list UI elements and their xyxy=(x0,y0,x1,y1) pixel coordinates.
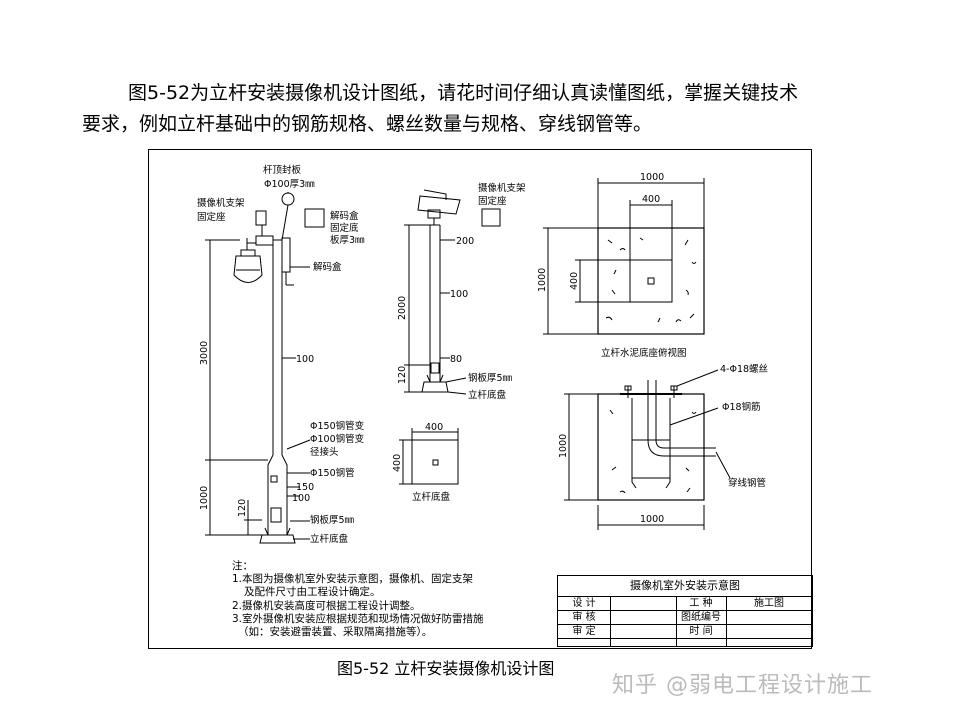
dim-section-1000-w: 1000 xyxy=(640,514,664,525)
label-left-plate: 钢板厚5㎜ xyxy=(310,514,355,526)
dim-left-100-lower: 100 xyxy=(292,493,310,504)
title-block: 摄像机室外安装示意图 设 计 工 种 施工图 审 核 图纸编号 审 定 时 间 xyxy=(557,575,813,647)
note-1a: 1.本图为摄像机室外安装示意图，摄像机、固定支架 xyxy=(232,573,474,586)
mid-pole-drawing xyxy=(404,189,501,395)
dim-left-100-upper: 100 xyxy=(296,354,314,365)
label-pipe-change-2: Φ100钢管变 xyxy=(310,433,365,445)
dim-top-1000-w: 1000 xyxy=(640,172,664,183)
note-1b: 及配件尺寸由工程设计确定。 xyxy=(244,586,381,599)
label-left-bracket-1: 摄像机支架 xyxy=(197,197,245,209)
drawing-notes: 注： 1.本图为摄像机室外安装示意图，摄像机、固定支架 及配件尺寸由工程设计确定… xyxy=(232,560,484,639)
label-pipe-150: Φ150钢管 xyxy=(310,467,355,479)
foundation-section-drawing xyxy=(564,369,731,530)
watermark: 知乎 @弱电工程设计施工 xyxy=(612,673,873,698)
title-block-row-approve: 审 定 时 间 xyxy=(558,625,812,639)
label-rebar: Φ18钢筋 xyxy=(722,401,761,413)
label-base-plate: 立杆底盘 xyxy=(412,491,451,503)
drawing-frame xyxy=(148,149,812,649)
tb-divider-1 xyxy=(610,596,611,646)
dim-mid-80: 80 xyxy=(450,354,462,365)
label-mid-base: 立杆底盘 xyxy=(468,389,507,401)
dim-top-1000-h: 1000 xyxy=(537,268,548,292)
label-top-cap-2: Φ100厚3㎜ xyxy=(264,179,315,190)
intro-line-2: 要求，例如立杆基础中的钢筋规格、螺丝数量与规格、穿线钢管等。 xyxy=(82,113,653,135)
note-3b: （如：安装避雷装置、采取隔离措施等）。 xyxy=(238,626,433,639)
dim-top-400-w: 400 xyxy=(642,194,660,205)
tb-drawing-no: 图纸编号 xyxy=(681,612,721,623)
tb-approve: 审 定 xyxy=(572,626,596,637)
dim-mid-2000: 2000 xyxy=(397,296,408,320)
dim-left-150: 150 xyxy=(296,482,314,493)
note-3a: 3.室外摄像机安装应根据规范和现场情况做好防雷措施 xyxy=(232,612,484,625)
tb-review: 审 核 xyxy=(572,612,596,623)
dim-mid-120: 120 xyxy=(397,366,408,384)
intro-line-1: 图5-52为立杆安装摄像机设计图纸，请花时间仔细认真读懂图纸，掌握关键技术 xyxy=(128,82,799,104)
label-decoder-plate-1: 解码盒 xyxy=(330,210,359,222)
dim-3000: 3000 xyxy=(199,341,210,365)
label-decoder-plate-3: 板厚3㎜ xyxy=(330,234,365,246)
label-top-cap-1: 杆顶封板 xyxy=(263,164,302,176)
title-block-row-design: 设 计 工 种 施工图 xyxy=(558,597,812,611)
label-conduit: 穿线钢管 xyxy=(728,477,766,489)
dim-left-120: 120 xyxy=(237,499,248,517)
tb-design: 设 计 xyxy=(572,598,596,609)
title-block-row-review: 审 核 图纸编号 xyxy=(558,611,812,625)
foundation-top-drawing xyxy=(543,178,705,335)
base-plate-drawing xyxy=(399,428,459,485)
dim-section-1000-h: 1000 xyxy=(558,434,569,458)
label-left-base: 立杆底盘 xyxy=(310,533,349,545)
figure-caption: 图5-52 立杆安装摄像机设计图 xyxy=(337,659,555,678)
tb-trade-val: 施工图 xyxy=(754,598,784,609)
notes-title: 注： xyxy=(232,560,253,572)
label-decoder: 解码盒 xyxy=(313,261,342,273)
dim-left-1000: 1000 xyxy=(199,486,210,510)
label-decoder-plate-2: 固定底 xyxy=(330,222,359,234)
label-mid-plate: 钢板厚5㎜ xyxy=(468,372,513,384)
title-block-title: 摄像机室外安装示意图 xyxy=(558,576,812,597)
tb-time: 时 间 xyxy=(689,626,713,637)
label-foundation-top: 立杆水泥底座俯视图 xyxy=(601,347,687,359)
label-left-bracket-2: 固定座 xyxy=(197,211,226,223)
drawing-labels: 杆顶封板 Φ100厚3㎜ 摄像机支架 固定座 解码盒 固定底 板厚3㎜ 解码盒 … xyxy=(197,164,768,545)
label-mid-bracket-1: 摄像机支架 xyxy=(478,182,526,194)
dim-top-400-h: 400 xyxy=(569,272,580,290)
tb-divider-3 xyxy=(726,596,727,646)
dim-mid-100: 100 xyxy=(450,289,468,300)
dim-mid-200: 200 xyxy=(456,236,474,247)
tb-trade: 工 种 xyxy=(689,598,713,609)
dim-plate-400-w: 400 xyxy=(425,422,443,433)
note-2: 2.摄像机安装高度可根据工程设计调整。 xyxy=(232,599,421,612)
tb-divider-2 xyxy=(676,596,677,646)
label-pipe-change-1: Φ150钢管变 xyxy=(310,420,365,432)
intro-paragraph: 图5-52为立杆安装摄像机设计图纸，请花时间仔细认真读懂图纸，掌握关键技术 要求… xyxy=(82,78,892,140)
label-bolts: 4-Φ18螺丝 xyxy=(720,363,768,375)
label-pipe-change-3: 径接头 xyxy=(310,446,339,458)
label-mid-bracket-2: 固定座 xyxy=(478,195,507,207)
dim-plate-400-h: 400 xyxy=(392,454,403,472)
left-pole-drawing xyxy=(205,192,325,544)
